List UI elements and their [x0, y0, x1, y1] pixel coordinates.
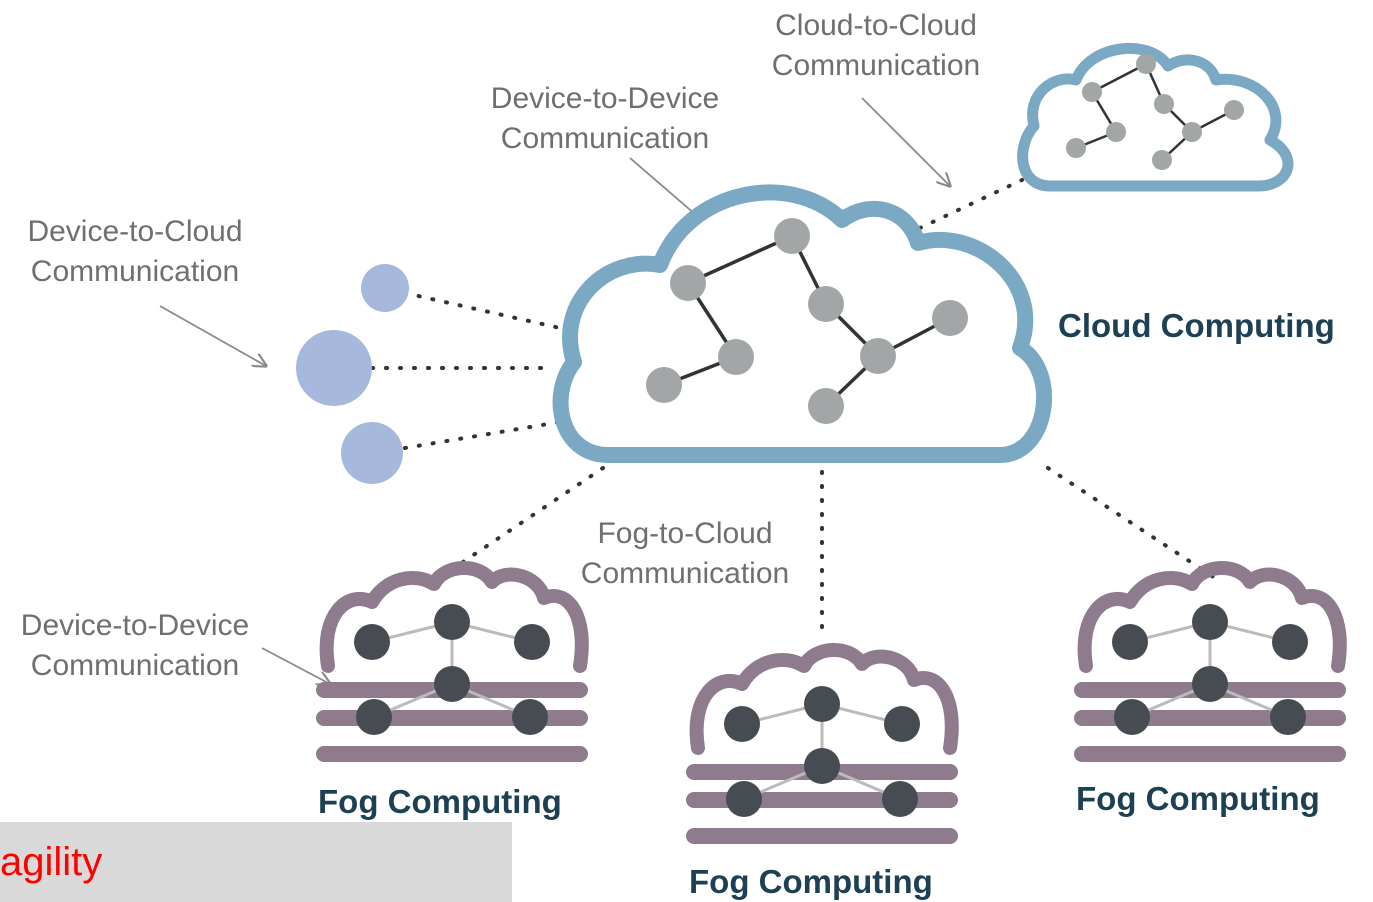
- device-cloud-link-top: [403, 291, 562, 330]
- arrow-device-to-device-bottom: [261, 647, 330, 684]
- devices: [296, 264, 409, 484]
- fog-cloud-link-left: [461, 466, 605, 564]
- label-cloud-to-cloud-line2: Communication: [771, 49, 981, 82]
- cloud-node: [808, 286, 844, 322]
- fog-cloud-link-right: [1046, 466, 1220, 582]
- device-circle-bottom: [341, 422, 403, 484]
- cloud-node: [646, 367, 682, 403]
- label-device-to-cloud-line1: Device-to-Cloud: [27, 215, 243, 248]
- main-cloud-network: [646, 218, 968, 424]
- cloud-node: [932, 300, 968, 336]
- cloud-node: [718, 339, 754, 375]
- cloud-node: [808, 388, 844, 424]
- title-fog-computing-right: Fog Computing: [1076, 780, 1320, 817]
- caption-text: agility: [0, 840, 103, 884]
- label-device-to-device-top-line2: Communication: [500, 122, 710, 155]
- cloud-to-cloud-link: [918, 178, 1024, 230]
- label-device-to-cloud: Device-to-Cloud Communication: [10, 212, 260, 292]
- cloud-node: [774, 218, 810, 254]
- label-fog-to-cloud-line1: Fog-to-Cloud: [597, 517, 773, 550]
- device-circle-middle: [296, 330, 372, 406]
- device-circle-top: [361, 264, 409, 312]
- arrow-cloud-to-cloud: [861, 97, 950, 186]
- label-device-to-cloud-line2: Communication: [30, 255, 240, 288]
- label-cloud-to-cloud-line1: Cloud-to-Cloud: [775, 9, 977, 42]
- main-cloud: [552, 184, 1053, 463]
- caption-box: [0, 822, 512, 902]
- label-device-to-device-bottom-line2: Communication: [30, 649, 240, 682]
- cloud-node: [860, 338, 896, 374]
- title-cloud-computing: Cloud Computing: [1058, 307, 1335, 344]
- label-device-to-device-top-line1: Device-to-Device: [490, 82, 720, 115]
- label-device-to-device-top: Device-to-Device Communication: [470, 79, 740, 159]
- label-device-to-device-bottom-line1: Device-to-Device: [20, 609, 250, 642]
- title-fog-computing-center: Fog Computing: [689, 863, 933, 900]
- small-cloud-network: [1066, 54, 1244, 170]
- arrow-device-to-cloud: [159, 305, 266, 366]
- label-cloud-to-cloud: Cloud-to-Cloud Communication: [758, 6, 994, 86]
- label-device-to-device-bottom: Device-to-Device Communication: [2, 606, 268, 686]
- cloud-node: [670, 265, 706, 301]
- device-cloud-link-bottom: [403, 420, 562, 450]
- fog-cluster-right: [1074, 561, 1347, 762]
- title-fog-computing-left: Fog Computing: [318, 783, 562, 820]
- fog-cluster-center: [686, 643, 959, 844]
- label-fog-to-cloud: Fog-to-Cloud Communication: [566, 514, 804, 594]
- connection-lines: [370, 178, 1220, 642]
- label-fog-to-cloud-line2: Communication: [580, 557, 790, 590]
- fog-cluster-left: [316, 561, 589, 762]
